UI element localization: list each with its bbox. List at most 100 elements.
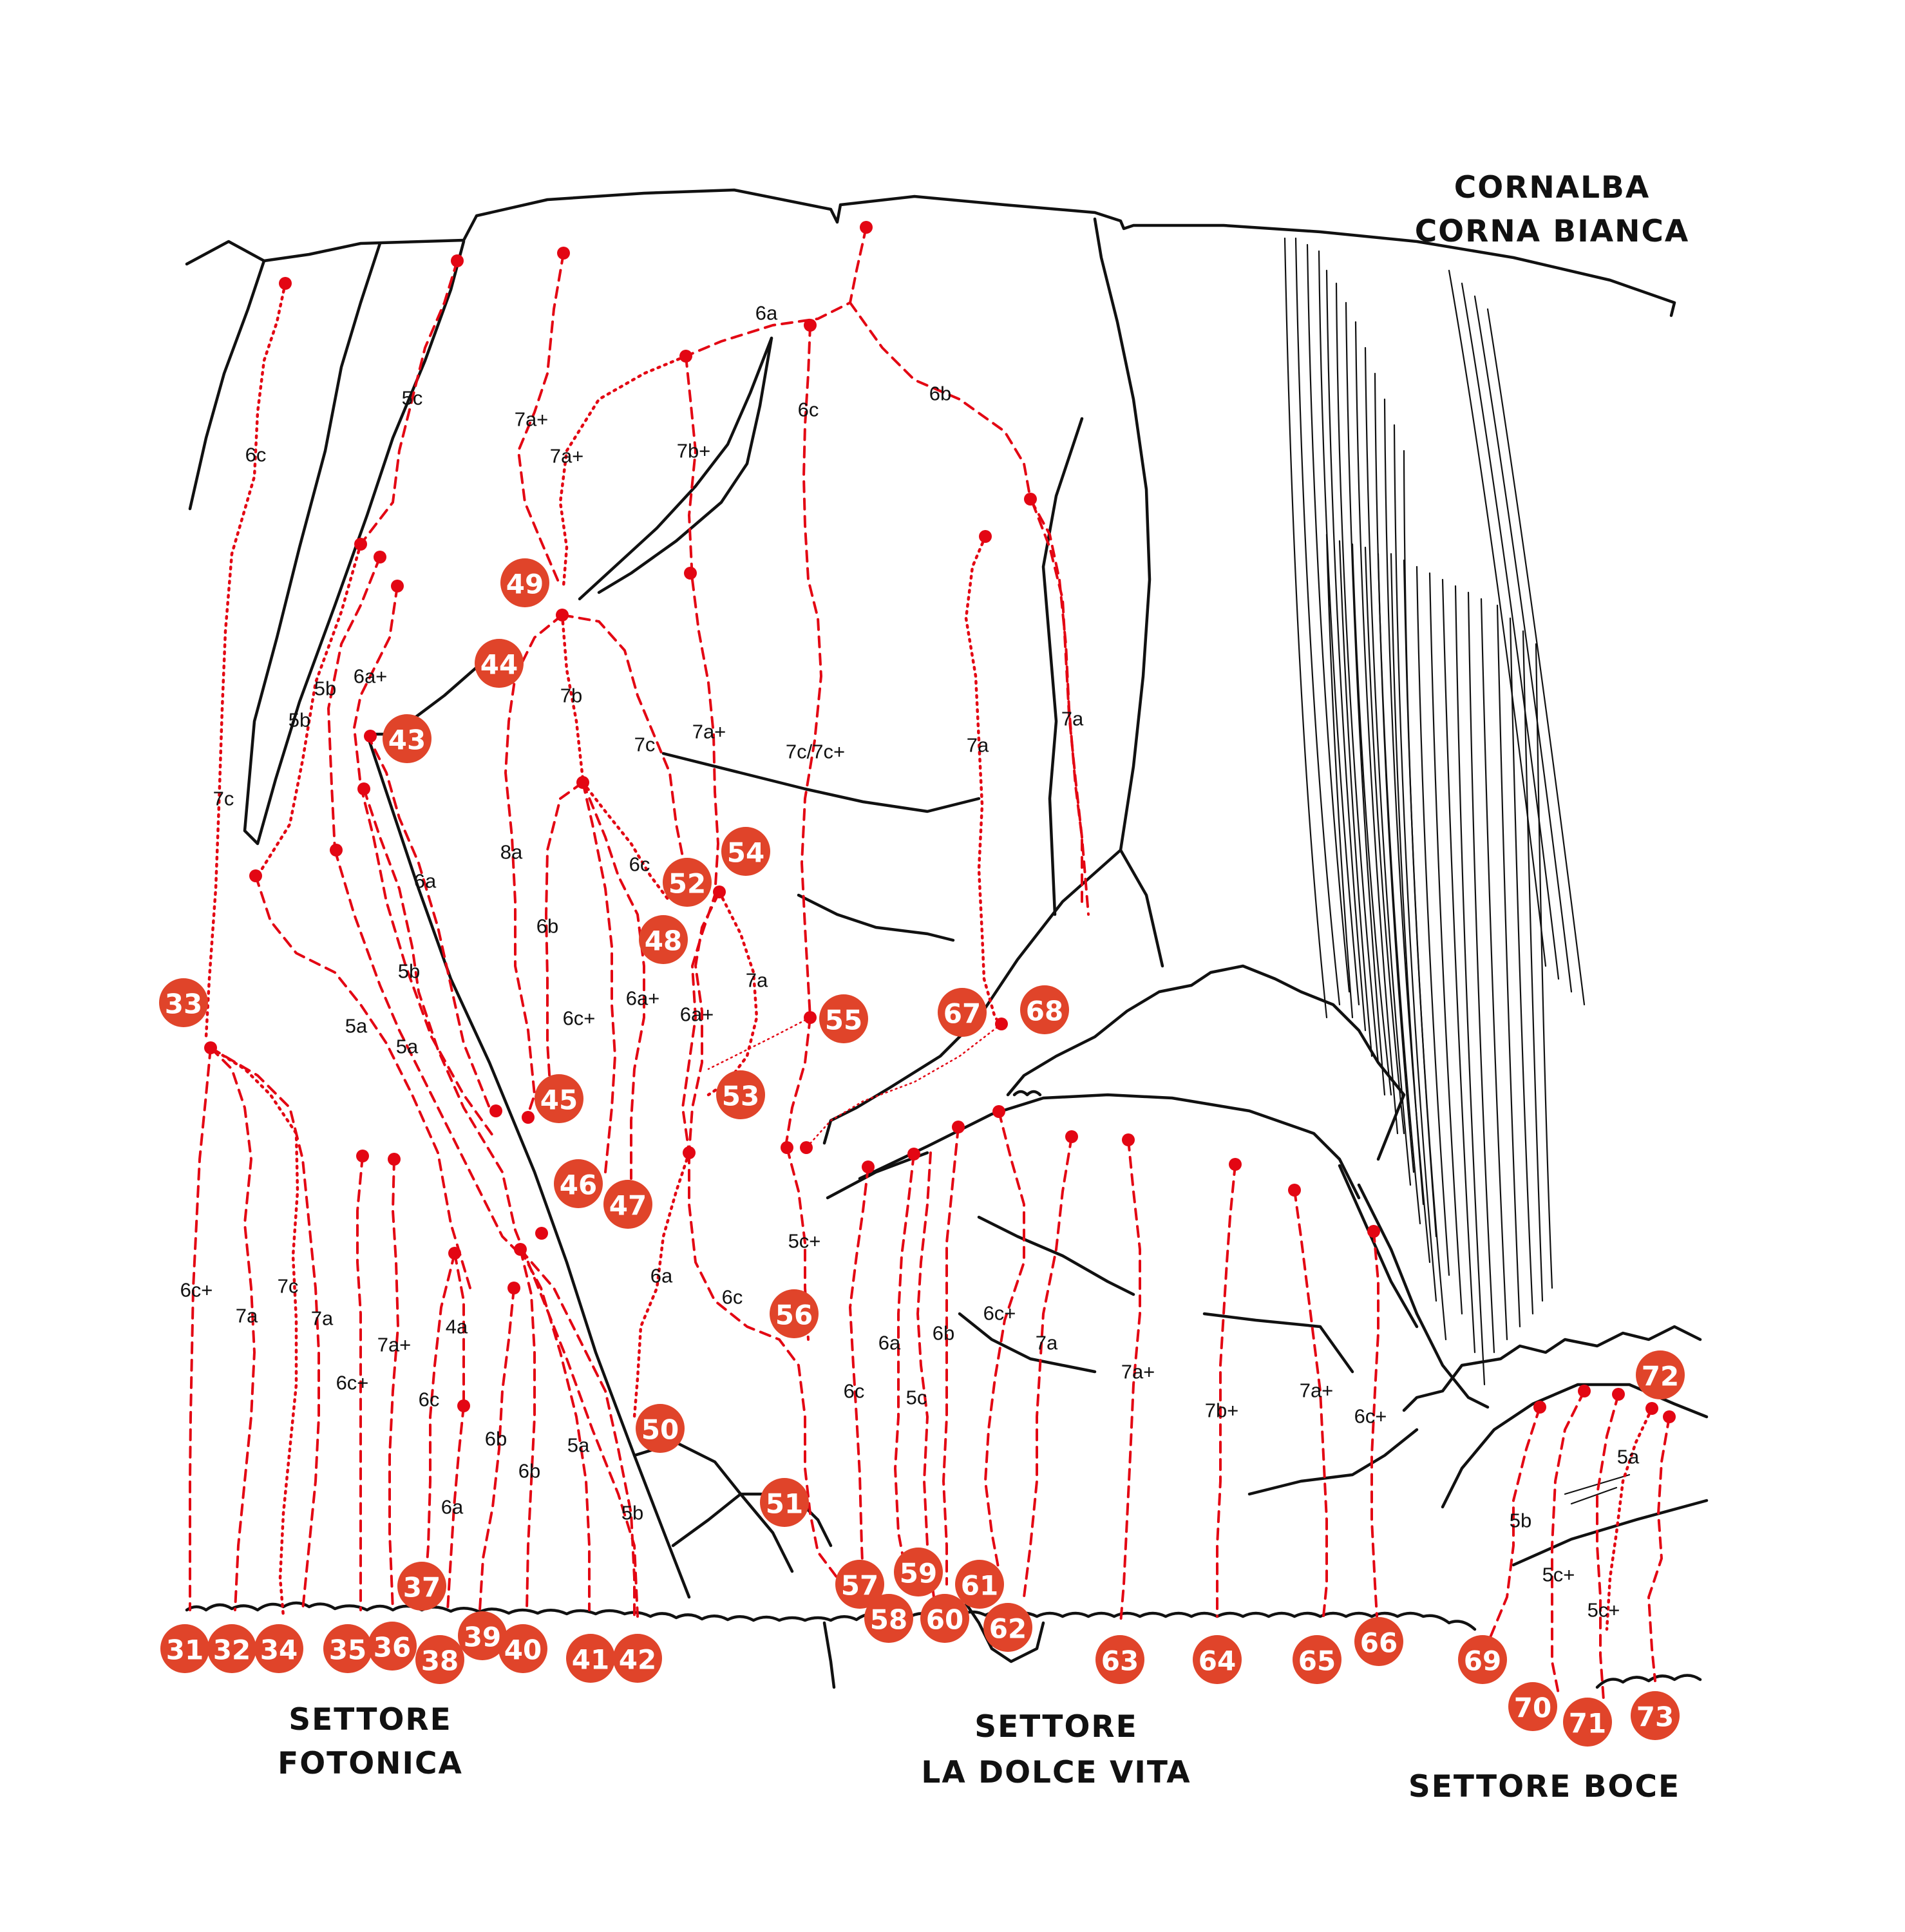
route-badge-circle — [835, 1560, 884, 1609]
grade-label: 7b+ — [677, 440, 711, 462]
anchor-dot — [1229, 1158, 1242, 1171]
route-badge-circle — [760, 1478, 809, 1527]
route-badge-circle — [1293, 1635, 1341, 1684]
grade-label: 6c — [844, 1380, 865, 1403]
grade-label: 6c+ — [983, 1302, 1016, 1325]
waterfall-streak — [1480, 598, 1508, 1341]
grade-label: 6b — [933, 1322, 954, 1345]
grade-label: 7a+ — [692, 721, 726, 743]
waterfall-streak — [1390, 553, 1425, 1206]
route-badge-60: 60 — [920, 1594, 969, 1643]
route-badge-69: 69 — [1458, 1635, 1507, 1684]
route-badge-41: 41 — [566, 1634, 615, 1683]
waterfall-streak — [1461, 282, 1560, 980]
grade-label: 5b — [398, 960, 420, 983]
grade-label: 6c — [419, 1388, 440, 1411]
crag-title-line2: CORNA BIANCA — [1415, 214, 1690, 249]
grade-label: 6a — [414, 870, 437, 893]
route-badge-circle — [500, 558, 549, 607]
grade-label: 6c — [629, 853, 650, 876]
grade-label: 6c — [722, 1286, 743, 1309]
route-badge-number: 52 — [668, 868, 706, 900]
route-badge-circle — [254, 1624, 303, 1673]
route-badge-circle — [938, 988, 987, 1037]
grade-label: 5a — [396, 1036, 419, 1058]
route-badge-circle — [983, 1603, 1032, 1652]
anchor-dot — [1612, 1388, 1625, 1401]
route-badge-number: 50 — [641, 1414, 679, 1446]
grade-label: 5b — [314, 677, 336, 700]
route-badge-47: 47 — [603, 1180, 652, 1229]
grade-label: 7a — [1061, 708, 1084, 730]
waterfall-streak — [1535, 643, 1553, 1289]
anchor-dot — [489, 1104, 502, 1117]
route-lines — [189, 226, 1671, 1701]
route-badge-number: 66 — [1360, 1627, 1398, 1659]
waterfall-streak — [1318, 250, 1360, 1006]
grade-label: 6c+ — [336, 1372, 369, 1394]
route-badge-circle — [955, 1560, 1004, 1609]
grade-label: 6a+ — [680, 1003, 714, 1026]
route-badge-number: 71 — [1569, 1708, 1606, 1739]
route-badge-70: 70 — [1508, 1682, 1557, 1731]
anchor-dot — [804, 319, 817, 332]
grade-label: 7c — [278, 1275, 299, 1298]
anchor-dot — [1533, 1401, 1546, 1414]
grade-label: 6a — [441, 1496, 464, 1519]
anchor-dot — [1578, 1385, 1591, 1397]
route-badge-circle — [639, 915, 688, 964]
route-badge-59: 59 — [894, 1548, 943, 1596]
grade-label: 7a — [1036, 1332, 1058, 1354]
route-badge-circle — [323, 1624, 372, 1673]
anchor-dot — [992, 1105, 1005, 1118]
route-badge-number: 37 — [403, 1572, 441, 1604]
waterfall-streak — [1486, 308, 1586, 1006]
grade-label: 5a — [1617, 1446, 1640, 1468]
route-badge-circle — [535, 1074, 583, 1123]
route-badge-72: 72 — [1636, 1350, 1685, 1399]
route-badge-39: 39 — [458, 1611, 507, 1660]
waterfall-streaks — [1284, 237, 1586, 1386]
anchor-dot — [907, 1148, 920, 1160]
grade-label: 5b — [289, 709, 310, 732]
grade-label: 6a — [878, 1332, 901, 1354]
route-badge-34: 34 — [254, 1624, 303, 1673]
grade-label: 6c+ — [180, 1279, 213, 1302]
waterfall-streak — [1325, 269, 1367, 1032]
route-badge-62: 62 — [983, 1603, 1032, 1652]
route-badge-38: 38 — [415, 1635, 464, 1684]
route-badge-46: 46 — [554, 1159, 603, 1208]
grade-label: 6b — [518, 1460, 540, 1482]
route-badge-circle — [415, 1635, 464, 1684]
route-badge-number: 41 — [572, 1644, 609, 1676]
route-badge-circle — [498, 1624, 547, 1673]
anchor-dot — [535, 1227, 548, 1240]
grade-label: 6b — [929, 383, 951, 405]
route-badge-circle — [819, 994, 868, 1043]
route-badge-circle — [1354, 1617, 1403, 1666]
route-badge-number: 47 — [609, 1190, 647, 1222]
anchor-dot — [800, 1141, 813, 1154]
anchor-dot — [204, 1041, 217, 1054]
route-badge-number: 31 — [166, 1634, 204, 1666]
anchor-dot — [507, 1282, 520, 1294]
waterfall-streak — [1522, 630, 1544, 1302]
route-badge-number: 63 — [1101, 1645, 1139, 1677]
anchor-dot — [1288, 1184, 1301, 1197]
anchor-dot — [374, 551, 386, 564]
anchor-dot — [391, 580, 404, 592]
grade-label: 7a — [236, 1305, 258, 1327]
route-badge-number: 46 — [560, 1170, 597, 1201]
route-badge-circle — [566, 1634, 615, 1683]
route-badge-number: 34 — [260, 1634, 298, 1666]
waterfall-streak — [1338, 540, 1373, 1057]
route-badge-circle — [864, 1594, 913, 1643]
route-badge-42: 42 — [613, 1634, 662, 1683]
route-badge-63: 63 — [1095, 1635, 1144, 1684]
route-badge-number: 32 — [213, 1634, 251, 1666]
route-badge-number: 65 — [1298, 1645, 1336, 1677]
waterfall-streak — [1428, 572, 1463, 1315]
route-badge-circle — [1631, 1691, 1680, 1740]
anchor-dot — [514, 1243, 527, 1256]
